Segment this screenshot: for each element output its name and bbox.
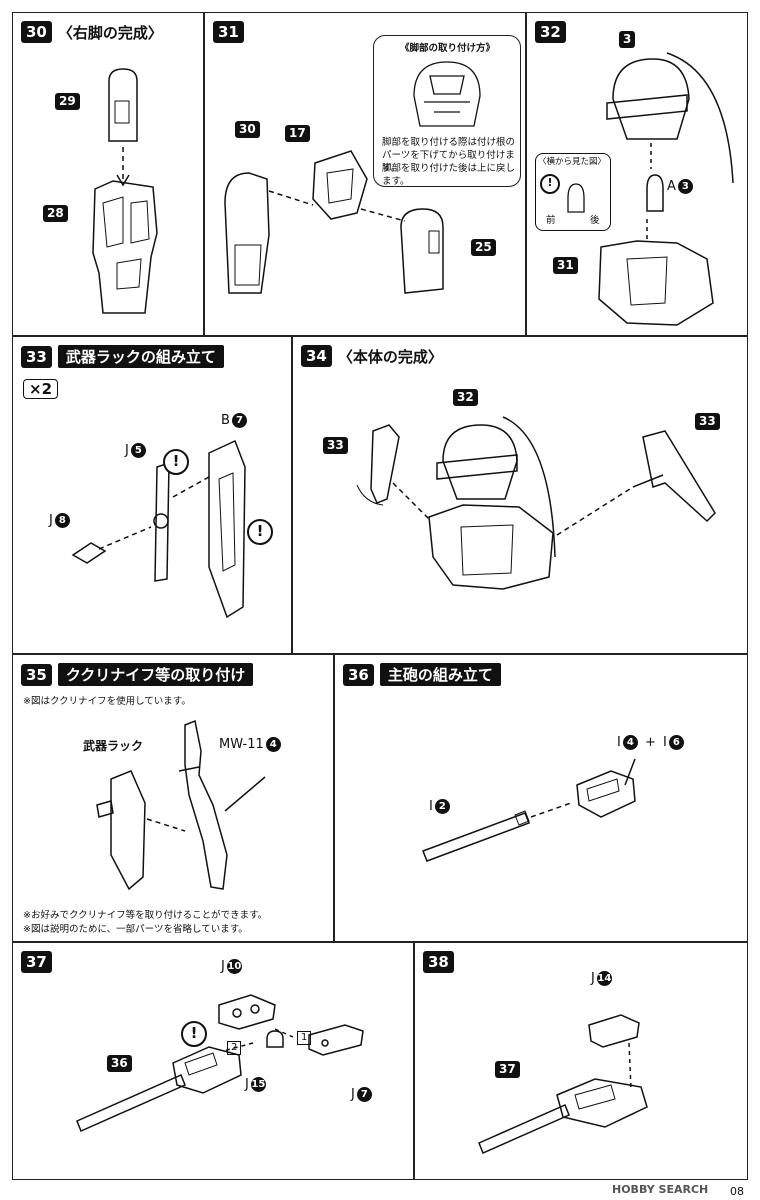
callout-title: 《脚部の取り付け方》 <box>400 43 496 54</box>
part-badge-36: 36 <box>107 1055 132 1072</box>
leg-attach-callout: 《脚部の取り付け方》 脚部を取り付ける際は付け根の パーツを下げてから取り付けま… <box>373 35 521 187</box>
leg-illustration <box>92 68 158 314</box>
step-number: 36 <box>343 663 374 686</box>
step-36-header: 36 主砲の組み立て <box>343 663 501 686</box>
weapon-rack-label: 武器ラック <box>83 739 144 753</box>
main-cannon-illustration <box>422 758 636 862</box>
part-badge-3: 3 <box>619 31 636 48</box>
step-title: 武器ラックの組み立て <box>57 345 224 368</box>
part-badge-33-right: 33 <box>695 413 720 430</box>
note-top: ※図はククリナイフを使用しています。 <box>23 696 191 707</box>
watermark: HOBBY SEARCH <box>612 1183 709 1196</box>
hip-joint-illustration <box>413 61 481 127</box>
quantity-badge: ×2 <box>23 379 59 399</box>
step-37-header: 37 <box>21 951 52 973</box>
step-title: 主砲の組み立て <box>379 663 501 686</box>
note-bottom-1: ※お好みでククリナイフ等を取り付けることができます。 <box>23 910 268 921</box>
step-35-header: 35 ククリナイフ等の取り付け <box>21 663 254 686</box>
cannon-mount-illustration <box>76 994 364 1133</box>
step-number: 31 <box>213 21 244 43</box>
knife-attach-illustration <box>96 719 266 891</box>
step-number: 34 <box>301 345 332 367</box>
part-badge-37: 37 <box>495 1061 520 1078</box>
step-30-header: 30 〈右脚の完成〉 <box>21 21 163 43</box>
body-completion-illustration <box>356 416 716 590</box>
step-title: 〈右脚の完成〉 <box>57 23 163 42</box>
part-badge-17: 17 <box>285 125 310 142</box>
callout-note-3: 脚部を取り付けた後は上に戻します。 <box>382 163 516 187</box>
callout-note-1: 脚部を取り付ける際は付け根の <box>382 137 516 148</box>
step-title: ククリナイフ等の取り付け <box>57 663 254 686</box>
legs-attach-illustration <box>224 150 444 294</box>
part-badge-31: 31 <box>553 257 578 274</box>
head-torso-illustration <box>598 52 734 326</box>
step-31-header: 31 <box>213 21 244 43</box>
caution-icon: ! <box>540 174 560 194</box>
step-number: 33 <box>21 345 52 368</box>
page-number: 08 <box>730 1185 744 1198</box>
part-badge-28: 28 <box>43 205 68 222</box>
note-bottom-2: ※図は説明のために、一部パーツを省略しています。 <box>23 924 248 935</box>
part-badge-30: 30 <box>235 121 260 138</box>
part-badge-32: 32 <box>453 389 478 406</box>
step-number: 32 <box>535 21 566 43</box>
side-view-label: 〈横から見た図〉 <box>538 157 607 167</box>
part-badge-25: 25 <box>471 239 496 256</box>
step-31-panel: 31 《脚部の取り付け方》 脚部を取り付ける際は付け根の パーツを下げてから取り… <box>204 12 526 336</box>
step-number: 35 <box>21 663 52 686</box>
step-32-header: 32 <box>535 21 566 43</box>
step-number: 38 <box>423 951 454 973</box>
side-view-box: 〈横から見た図〉 ! 前 後 <box>535 153 611 231</box>
weapon-rack-illustration <box>71 439 246 619</box>
front-label: 前 <box>546 215 556 226</box>
cannon-cover-illustration <box>478 1014 648 1155</box>
step-30-panel: 30 〈右脚の完成〉 29 28 <box>12 12 204 336</box>
caution-icon: ! <box>247 519 273 545</box>
step-number: 37 <box>21 951 52 973</box>
step-35-panel: 35 ククリナイフ等の取り付け ※図はククリナイフを使用しています。 武器ラック… <box>12 654 334 942</box>
order-1: 1 <box>297 1031 312 1045</box>
caution-icon: ! <box>181 1021 207 1047</box>
part-badge-33-left: 33 <box>323 437 348 454</box>
step-38-header: 38 <box>423 951 454 973</box>
part-badge-29: 29 <box>55 93 80 110</box>
step-title: 〈本体の完成〉 <box>337 347 443 366</box>
step-33-header: 33 武器ラックの組み立て <box>21 345 224 368</box>
step-34-panel: 34 〈本体の完成〉 32 33 33 <box>292 336 748 654</box>
step-34-header: 34 〈本体の完成〉 <box>301 345 443 367</box>
caution-icon: ! <box>163 449 189 475</box>
back-label: 後 <box>590 215 600 226</box>
head-side-icon <box>567 183 585 213</box>
callout-note-2: パーツを下げてから取り付けます。 <box>382 150 515 174</box>
step-number: 30 <box>21 21 52 43</box>
